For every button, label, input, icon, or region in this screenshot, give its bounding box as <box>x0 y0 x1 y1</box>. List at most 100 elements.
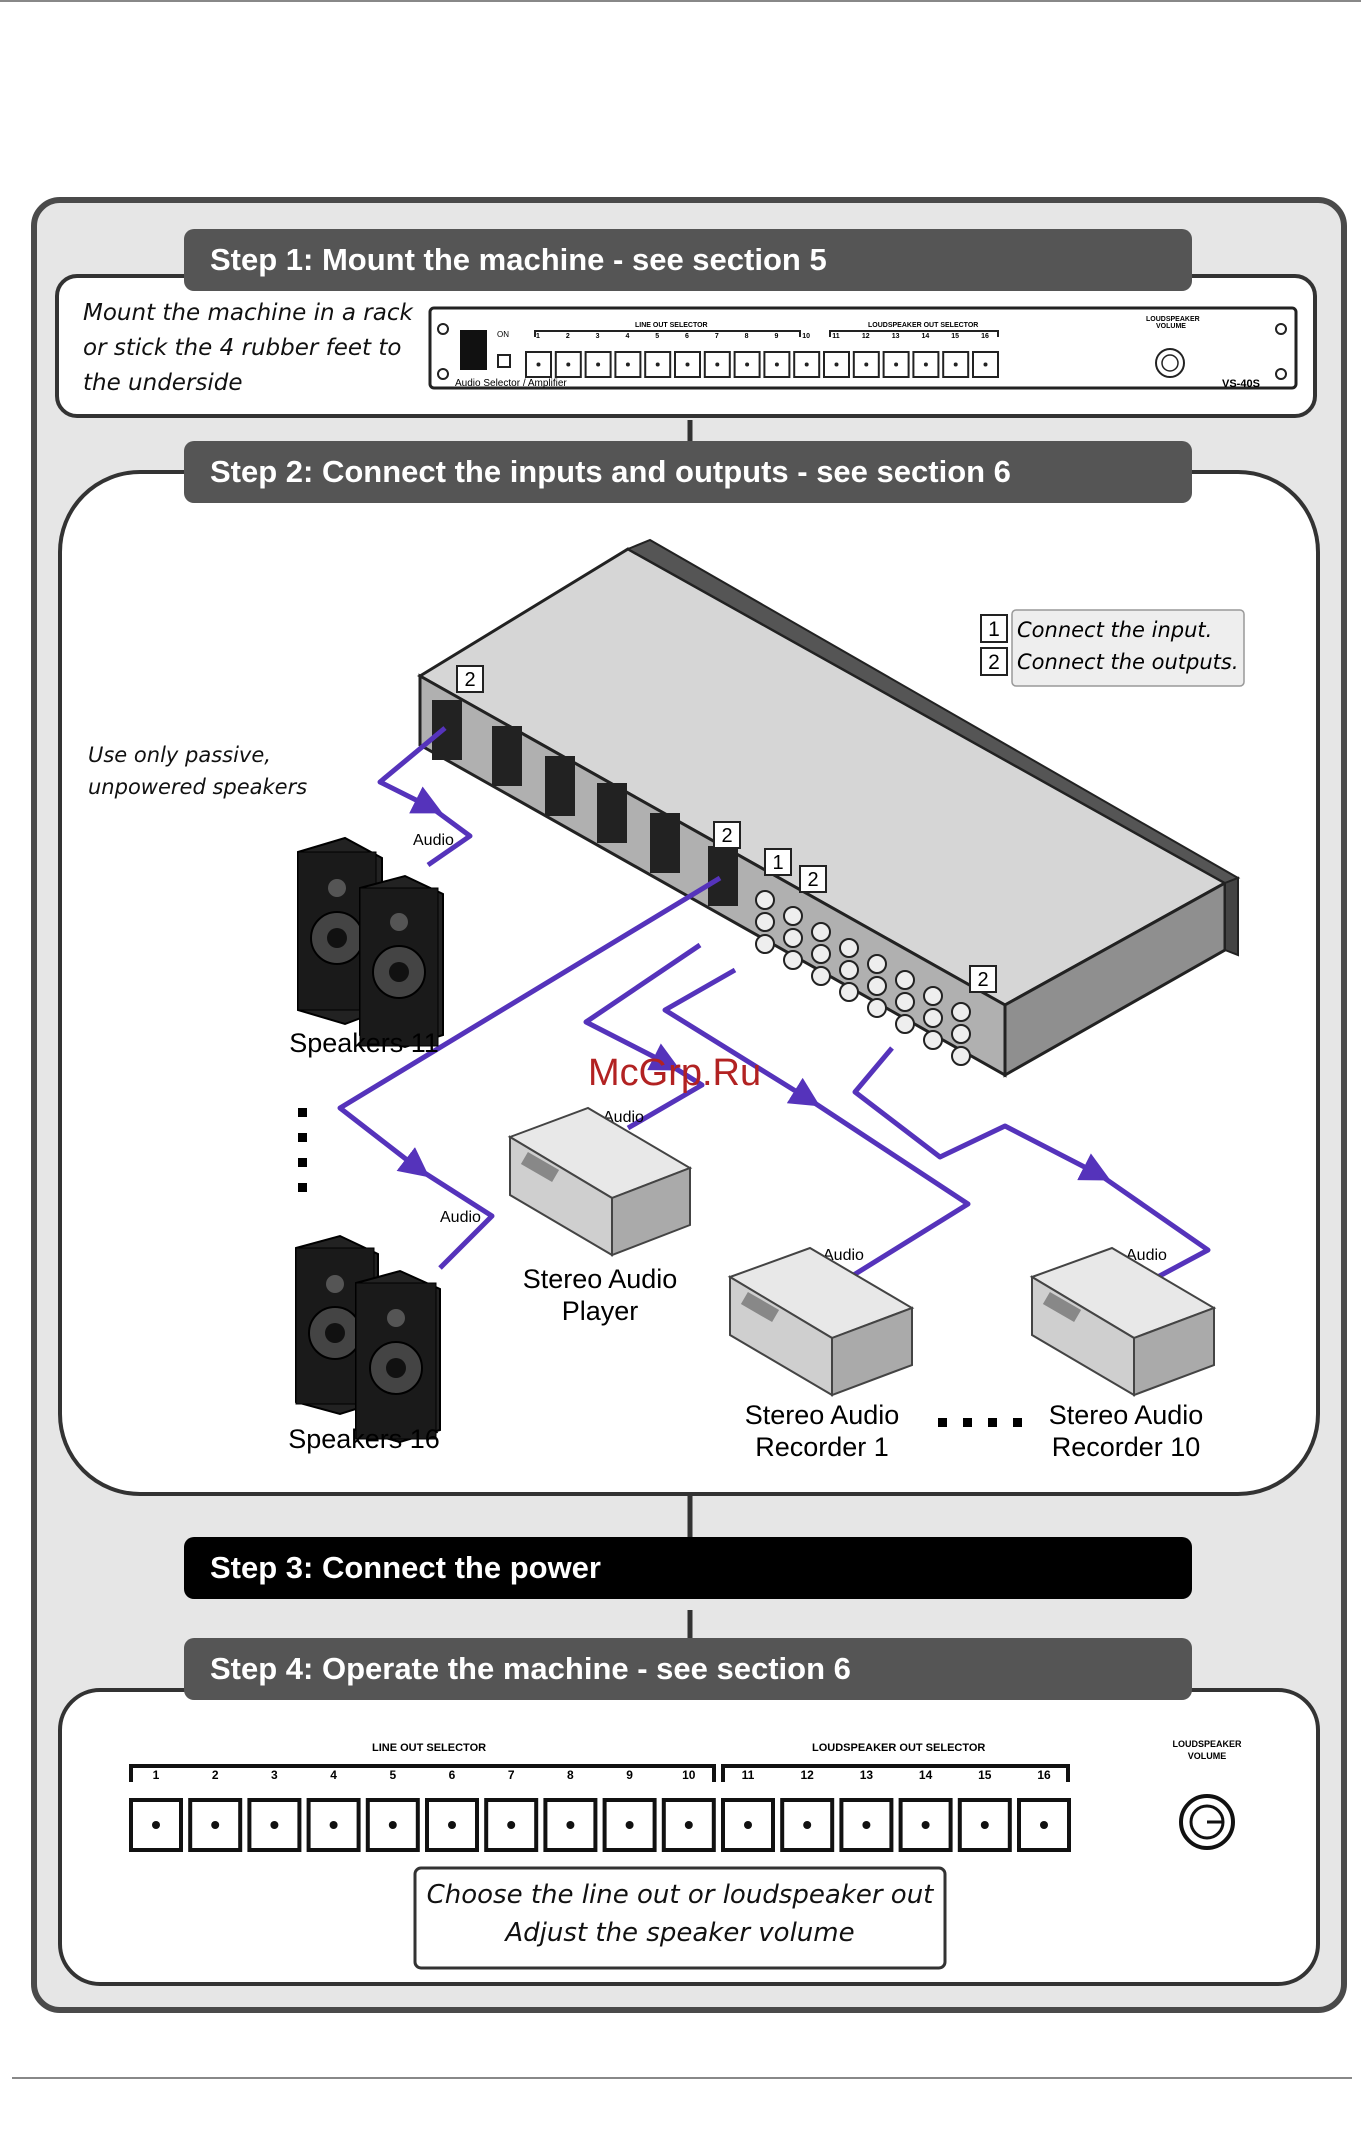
power-led <box>497 354 511 368</box>
p1-button-number: 12 <box>861 333 870 340</box>
p1-button-led <box>923 362 928 367</box>
callout-2b: 2 <box>721 825 732 847</box>
instruction-line-2: Adjust the speaker volume <box>505 1918 855 1948</box>
callout-2a: 2 <box>464 669 475 691</box>
p1-button-number: 2 <box>565 333 570 340</box>
selector-number: 3 <box>271 1768 278 1782</box>
p1-button-led <box>774 362 779 367</box>
volume-label-line2: VOLUME <box>1187 1751 1227 1761</box>
rca-jack <box>867 976 887 996</box>
p1-button-led <box>834 362 839 367</box>
selector-led <box>684 1821 693 1829</box>
legend-num-1: 1 <box>988 618 1000 641</box>
audio-label-5: Audio <box>1126 1247 1167 1264</box>
selector-led <box>448 1821 456 1829</box>
rca-jack <box>951 1002 971 1022</box>
rca-jack <box>839 938 859 958</box>
p1-button-led <box>566 362 571 367</box>
volume-knob-small <box>1155 348 1185 378</box>
rca-jack <box>923 986 943 1006</box>
p1-line-out-label: LINE OUT SELECTOR <box>635 322 708 329</box>
selector-button-11[interactable] <box>721 1798 775 1852</box>
model-label: VS-40S <box>1222 378 1260 390</box>
selector-number: 10 <box>682 1768 696 1782</box>
ellipsis-horizontal <box>938 1418 1022 1427</box>
rca-jack <box>951 1024 971 1044</box>
rca-jack <box>755 890 775 910</box>
volume-label-line1: LOUDSPEAKER <box>1172 1739 1242 1749</box>
rca-jack <box>811 966 831 986</box>
note-line-2: unpowered speakers <box>88 775 307 799</box>
p1-loudspeaker-out-label: LOUDSPEAKER OUT SELECTOR <box>868 322 979 329</box>
front-panel-device <box>428 306 1298 390</box>
rear-panel-device <box>417 538 1241 1078</box>
selector-number: 16 <box>1037 1768 1051 1782</box>
rca-jack <box>783 928 803 948</box>
p1-button-number: 4 <box>625 333 630 340</box>
p1-button-led <box>625 362 630 367</box>
p1-button-led <box>983 362 988 367</box>
selector-number: 4 <box>330 1768 337 1782</box>
step3-title: Step 3: Connect the power <box>184 1537 1192 1599</box>
selector-button-13[interactable] <box>839 1798 894 1852</box>
speakers-11-icon <box>297 836 444 1049</box>
stereo-audio-player-icon <box>507 1106 693 1257</box>
p1-volume-label: LOUDSPEAKER VOLUME <box>1146 316 1200 330</box>
label-recorder10-line1: Stereo Audio <box>1049 1400 1204 1430</box>
ellipsis-vertical <box>298 1108 307 1192</box>
selector-led <box>921 1821 930 1829</box>
label-speakers-11: Speakers 11 <box>289 1028 439 1058</box>
stereo-audio-recorder-1-icon <box>727 1246 915 1397</box>
selector-number: 2 <box>211 1768 219 1782</box>
rca-jack <box>867 954 887 974</box>
step4-instructions: Choose the line out or loudspeaker out A… <box>415 1876 945 1952</box>
selector-button-8[interactable] <box>543 1798 598 1852</box>
p1-button-number: 10 <box>802 333 811 340</box>
selector-button-6[interactable] <box>425 1798 479 1852</box>
rca-jack <box>895 992 915 1012</box>
rca-jack <box>755 934 775 954</box>
p1-button-led <box>685 362 690 367</box>
selector-number: 7 <box>507 1768 515 1782</box>
step4-title: Step 4: Operate the machine - see sectio… <box>184 1638 1192 1700</box>
p1-selector-button <box>703 351 731 378</box>
selector-led <box>329 1821 338 1829</box>
p1-button-led <box>715 362 720 367</box>
callout-1: 1 <box>772 852 783 874</box>
p1-button-number: 7 <box>714 333 719 340</box>
callout-2c: 2 <box>807 869 818 891</box>
p1-selector-button <box>882 351 910 378</box>
label-recorder10-line2: Recorder 10 <box>1052 1432 1201 1462</box>
label-recorder1-line2: Recorder 1 <box>755 1432 889 1462</box>
p1-button-number: 9 <box>774 333 779 340</box>
selector-number: 6 <box>448 1768 456 1782</box>
rca-jack <box>923 1008 943 1028</box>
rca-jack <box>895 1014 915 1034</box>
p1-button-number: 1 <box>536 333 540 340</box>
selector-number: 9 <box>626 1768 633 1782</box>
rca-jack <box>811 922 831 942</box>
p1-button-led <box>894 362 899 367</box>
rca-jack <box>867 998 887 1018</box>
selector-led <box>507 1821 516 1829</box>
audio-label-4: Audio <box>823 1247 864 1264</box>
p1-button-number: 16 <box>981 333 989 340</box>
step4-selector-panel <box>129 1764 1235 1852</box>
label-speakers-16: Speakers 16 <box>288 1424 440 1454</box>
step1-line-2: or stick the 4 rubber feet to <box>83 335 402 361</box>
selector-led <box>980 1821 989 1829</box>
on-label: ON <box>497 330 509 339</box>
selector-button-5[interactable] <box>365 1798 420 1852</box>
selector-number: 13 <box>859 1768 874 1782</box>
callout-boxes: 2 2 1 2 2 <box>456 665 997 993</box>
selector-led <box>566 1821 575 1829</box>
selector-led <box>1040 1821 1048 1829</box>
audio-label-2: Audio <box>440 1209 481 1226</box>
legend-text-1: Connect the input. <box>1017 618 1212 642</box>
p1-button-led <box>745 362 750 367</box>
label-recorder1-line1: Stereo Audio <box>745 1400 900 1430</box>
selector-led <box>862 1821 871 1829</box>
loudspeaker-out-selector-label: LOUDSPEAKER OUT SELECTOR <box>808 1742 990 1754</box>
rca-jack <box>839 982 859 1002</box>
p1-button-led <box>596 362 601 367</box>
